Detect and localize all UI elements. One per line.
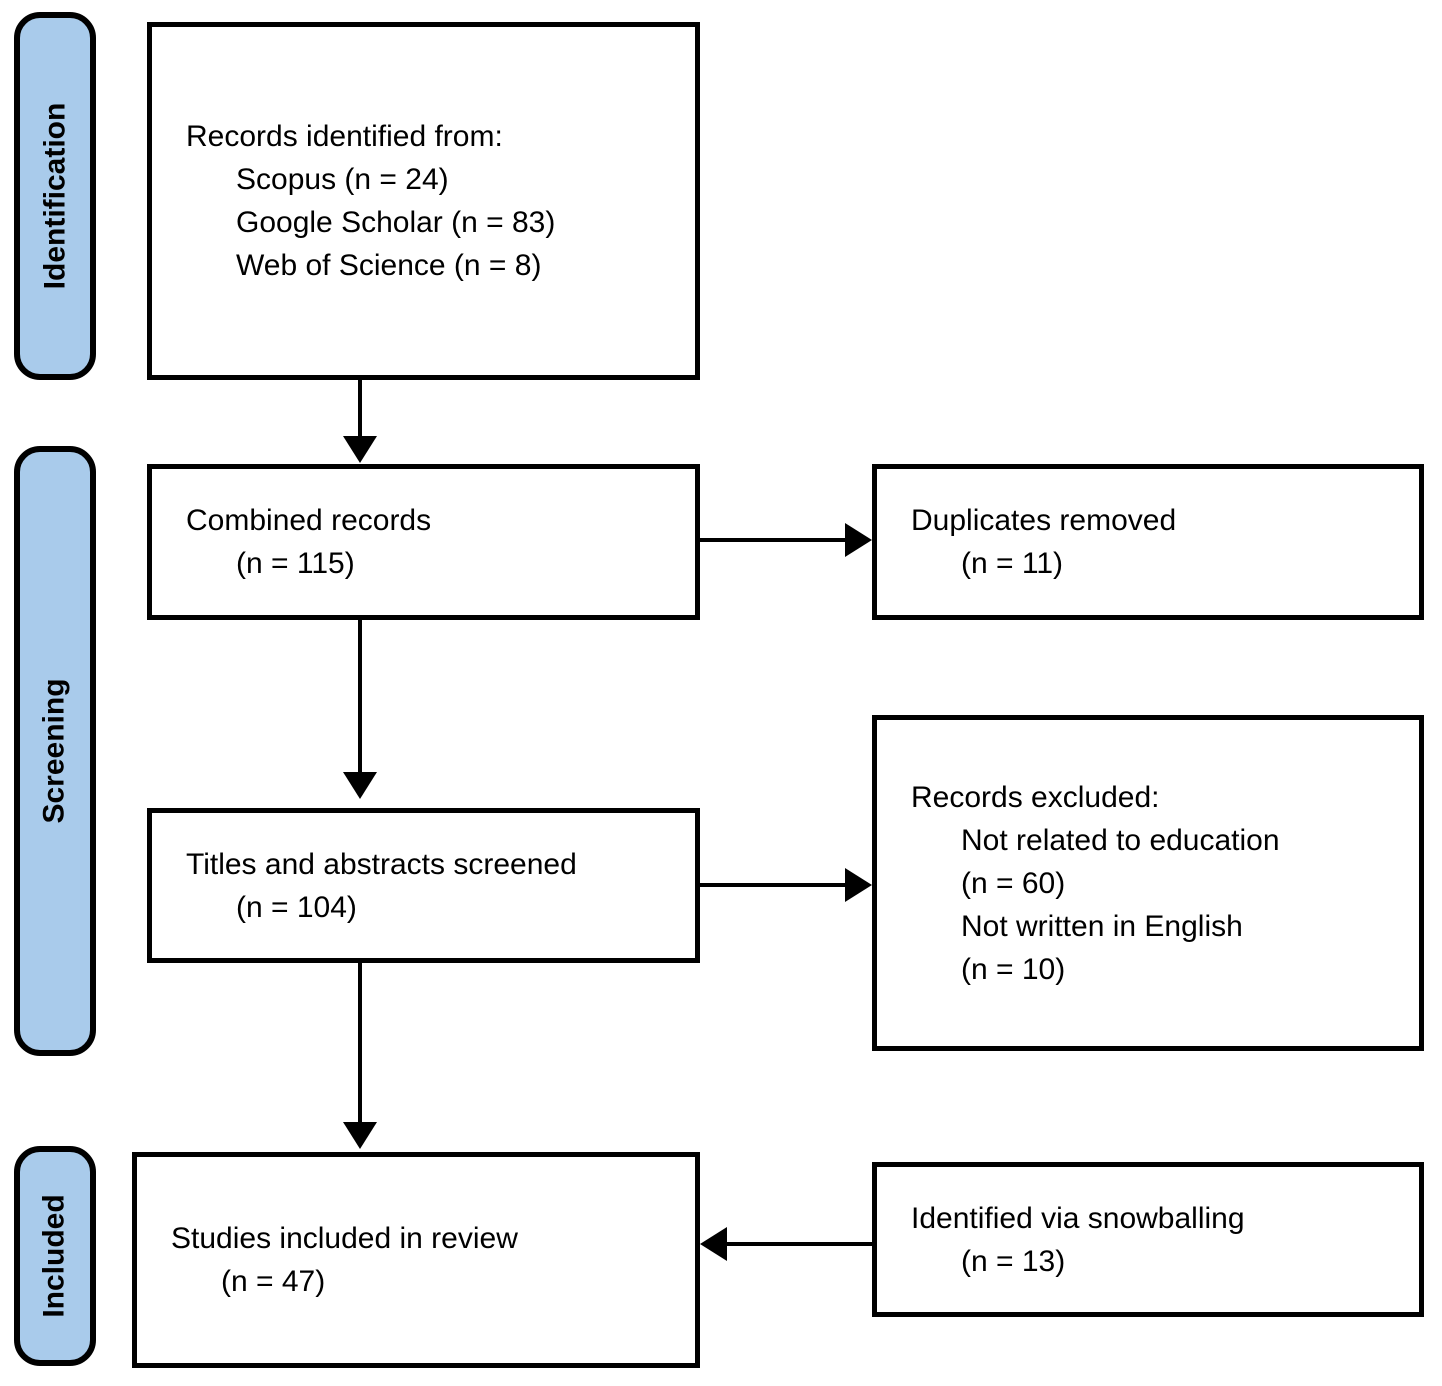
connector-titles-to-studies [358, 962, 362, 1124]
box-titles-abstracts-screened-line-1: Titles and abstracts screened [186, 847, 577, 881]
stage-tab-screening: Screening [14, 446, 96, 1056]
box-records-excluded: Records excluded: Not related to educati… [872, 715, 1424, 1051]
box-records-excluded-lines: Records excluded: Not related to educati… [877, 776, 1419, 991]
box-duplicates-removed-line-2: (n = 11) [961, 547, 1063, 580]
box-combined-records-lines: Combined records (n = 115) [152, 499, 695, 585]
stage-tab-included-label: Included [38, 1194, 71, 1318]
box-records-excluded-line-5: (n = 10) [961, 952, 1066, 986]
stage-tab-identification: Identification [14, 12, 96, 380]
arrow-snowballing-to-studies [700, 1227, 727, 1261]
box-duplicates-removed: Duplicates removed (n = 11) [872, 464, 1424, 620]
stage-tab-included: Included [14, 1146, 96, 1366]
arrow-titles-to-excluded [845, 868, 872, 902]
connector-snowballing-to-studies [726, 1242, 872, 1246]
box-studies-included-lines: Studies included in review (n = 47) [137, 1217, 695, 1303]
box-studies-included: Studies included in review (n = 47) [132, 1152, 700, 1368]
box-studies-included-line-2: (n = 47) [221, 1265, 326, 1298]
box-combined-records: Combined records (n = 115) [147, 464, 700, 620]
connector-combined-to-titles [358, 620, 362, 774]
stage-tab-screening-label: Screening [38, 678, 71, 824]
box-records-excluded-line-1: Records excluded: [911, 780, 1160, 814]
box-records-identified-line-2: Scopus (n = 24) [236, 163, 449, 196]
box-titles-abstracts-screened-line-2: (n = 104) [236, 890, 357, 924]
box-identified-snowballing-line-2: (n = 13) [961, 1244, 1066, 1278]
arrow-combined-to-duplicates [845, 523, 872, 557]
box-records-identified: Records identified from: Scopus (n = 24)… [147, 22, 700, 380]
box-records-identified-line-1: Records identified from: [186, 120, 503, 153]
box-identified-snowballing-line-1: Identified via snowballing [911, 1201, 1245, 1235]
arrow-combined-to-titles [343, 772, 377, 799]
box-duplicates-removed-lines: Duplicates removed (n = 11) [877, 499, 1419, 585]
box-records-identified-lines: Records identified from: Scopus (n = 24)… [152, 115, 695, 287]
box-titles-abstracts-screened: Titles and abstracts screened (n = 104) [147, 808, 700, 963]
box-studies-included-line-1: Studies included in review [171, 1222, 518, 1255]
arrow-titles-to-studies [343, 1122, 377, 1149]
connector-combined-to-duplicates [700, 538, 850, 542]
box-records-excluded-line-4: Not written in English [961, 909, 1243, 943]
box-identified-snowballing: Identified via snowballing (n = 13) [872, 1162, 1424, 1317]
box-records-excluded-line-2: Not related to education [961, 823, 1280, 857]
connector-identified-to-combined [358, 380, 362, 438]
box-identified-snowballing-lines: Identified via snowballing (n = 13) [877, 1197, 1419, 1283]
connector-titles-to-excluded [700, 883, 850, 887]
box-records-identified-line-3: Google Scholar (n = 83) [236, 206, 556, 239]
stage-tab-identification-label: Identification [38, 102, 72, 290]
arrow-identified-to-combined [343, 436, 377, 463]
box-records-excluded-line-3: (n = 60) [961, 866, 1066, 900]
box-titles-abstracts-screened-lines: Titles and abstracts screened (n = 104) [152, 843, 695, 929]
box-records-identified-line-4: Web of Science (n = 8) [236, 249, 542, 282]
box-combined-records-line-2: (n = 115) [236, 547, 355, 580]
box-combined-records-line-1: Combined records [186, 504, 432, 537]
box-duplicates-removed-line-1: Duplicates removed [911, 504, 1177, 537]
